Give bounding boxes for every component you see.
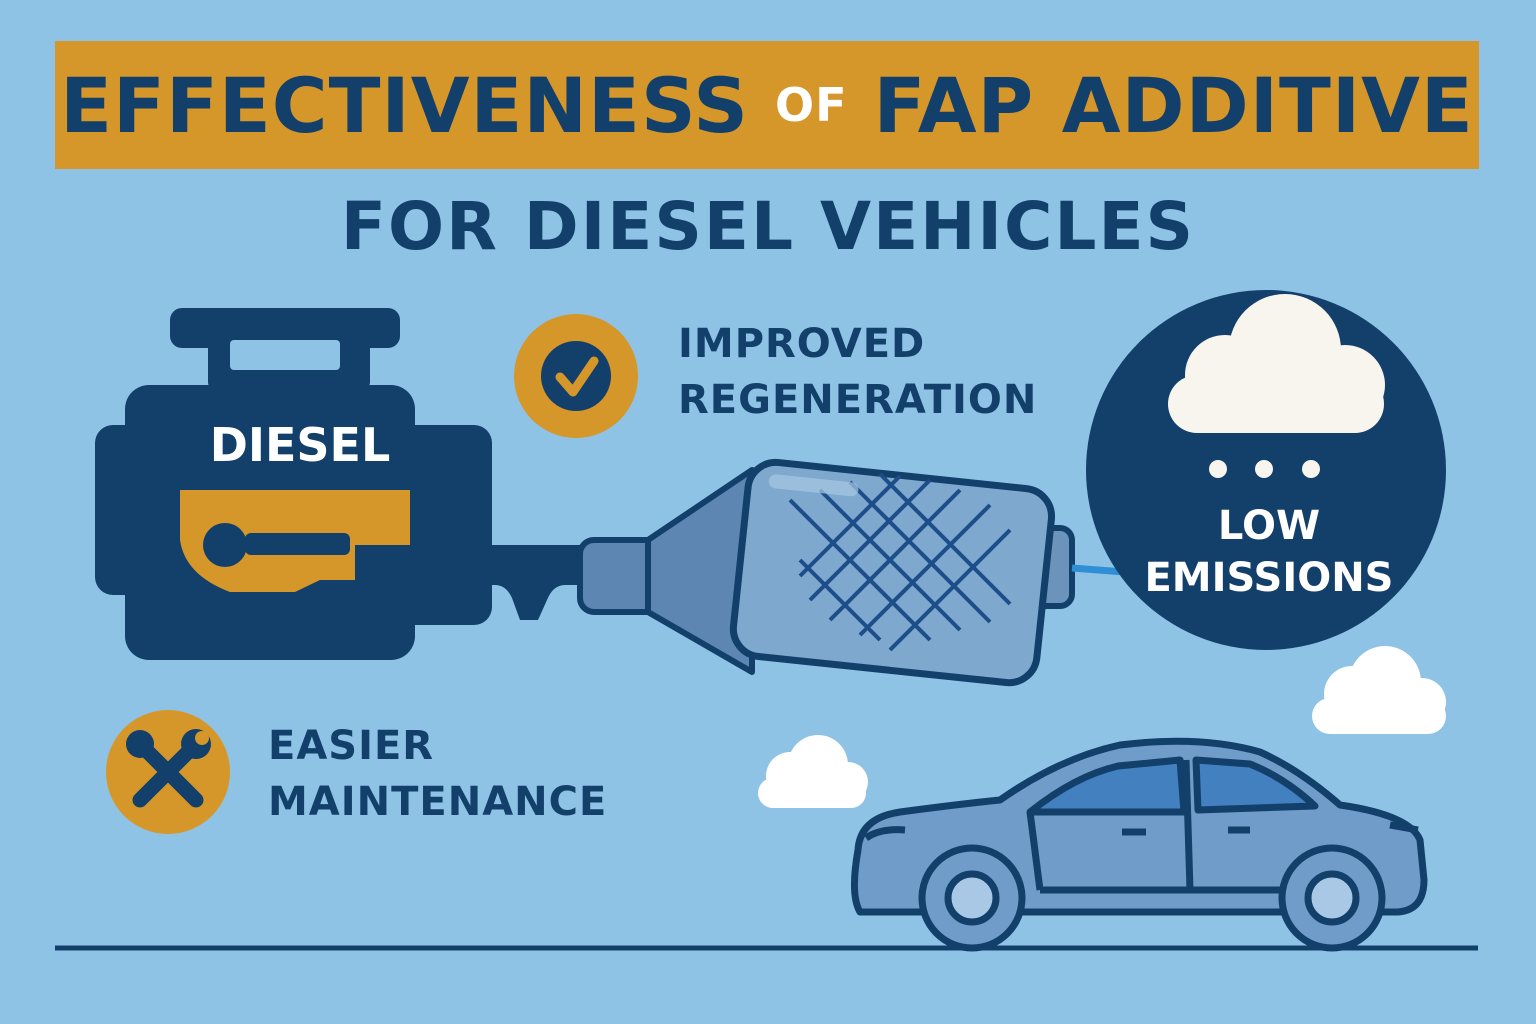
engine-label: DIESEL: [209, 418, 391, 472]
wrench-icon: [106, 710, 230, 834]
benefit-line-2: MAINTENANCE: [268, 779, 608, 825]
title-banner: EFFECTIVENESS OF FAP ADDITIVE: [55, 41, 1479, 169]
cloud-right-icon: [1312, 646, 1446, 734]
title-connector: OF: [775, 78, 848, 132]
title-part-1: EFFECTIVENESS: [60, 60, 750, 150]
benefit-easier-maintenance: EASIER MAINTENANCE: [268, 718, 607, 830]
benefit-line-1: EASIER: [268, 723, 435, 769]
check-icon: [514, 314, 638, 438]
exhaust-pipe: [470, 545, 600, 620]
benefit-line-1: IMPROVED: [678, 321, 926, 367]
cloud-icon: [1168, 294, 1385, 433]
emissions-line-2: EMISSIONS: [1144, 555, 1394, 601]
sedan-car-icon: [850, 737, 1428, 952]
low-emissions-badge: [1086, 290, 1446, 650]
diesel-engine-icon: [95, 308, 492, 660]
subtitle: FOR DIESEL VEHICLES: [340, 188, 1196, 265]
cloud-small-icon: [758, 735, 868, 808]
title-part-2: FAP ADDITIVE: [873, 60, 1474, 150]
particulate-filter-icon: [577, 458, 1075, 687]
emissions-label: LOW EMISSIONS: [1106, 500, 1432, 604]
benefit-line-2: REGENERATION: [678, 377, 1038, 423]
benefit-improved-regeneration: IMPROVED REGENERATION: [678, 316, 1037, 428]
emissions-line-1: LOW: [1217, 503, 1321, 549]
